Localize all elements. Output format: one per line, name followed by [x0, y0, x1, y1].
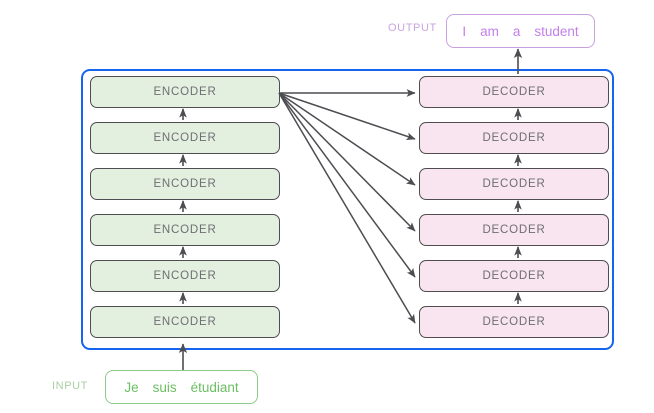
input-token: étudiant	[190, 379, 239, 395]
output-token: a	[512, 23, 521, 39]
transformer-model-container: ENCODER ENCODER ENCODER ENCODER ENCODER …	[81, 69, 614, 350]
input-label: INPUT	[52, 380, 88, 392]
output-sequence-box: I am a student	[446, 14, 595, 48]
output-label: OUTPUT	[388, 22, 437, 34]
output-token: student	[534, 23, 579, 39]
decoder-block: DECODER	[419, 260, 609, 292]
input-token: Je	[124, 379, 139, 395]
encoder-block: ENCODER	[90, 122, 280, 154]
input-token: suis	[152, 379, 177, 395]
input-sequence-box: Je suis étudiant	[105, 370, 258, 404]
encoder-block: ENCODER	[90, 168, 280, 200]
encoder-block: ENCODER	[90, 306, 280, 338]
decoder-block: DECODER	[419, 122, 609, 154]
decoder-block: DECODER	[419, 76, 609, 108]
decoder-block: DECODER	[419, 214, 609, 246]
output-token: I	[462, 23, 467, 39]
decoder-block: DECODER	[419, 168, 609, 200]
encoder-block: ENCODER	[90, 214, 280, 246]
decoder-block: DECODER	[419, 306, 609, 338]
output-token: am	[480, 23, 499, 39]
encoder-block: ENCODER	[90, 76, 280, 108]
encoder-block: ENCODER	[90, 260, 280, 292]
